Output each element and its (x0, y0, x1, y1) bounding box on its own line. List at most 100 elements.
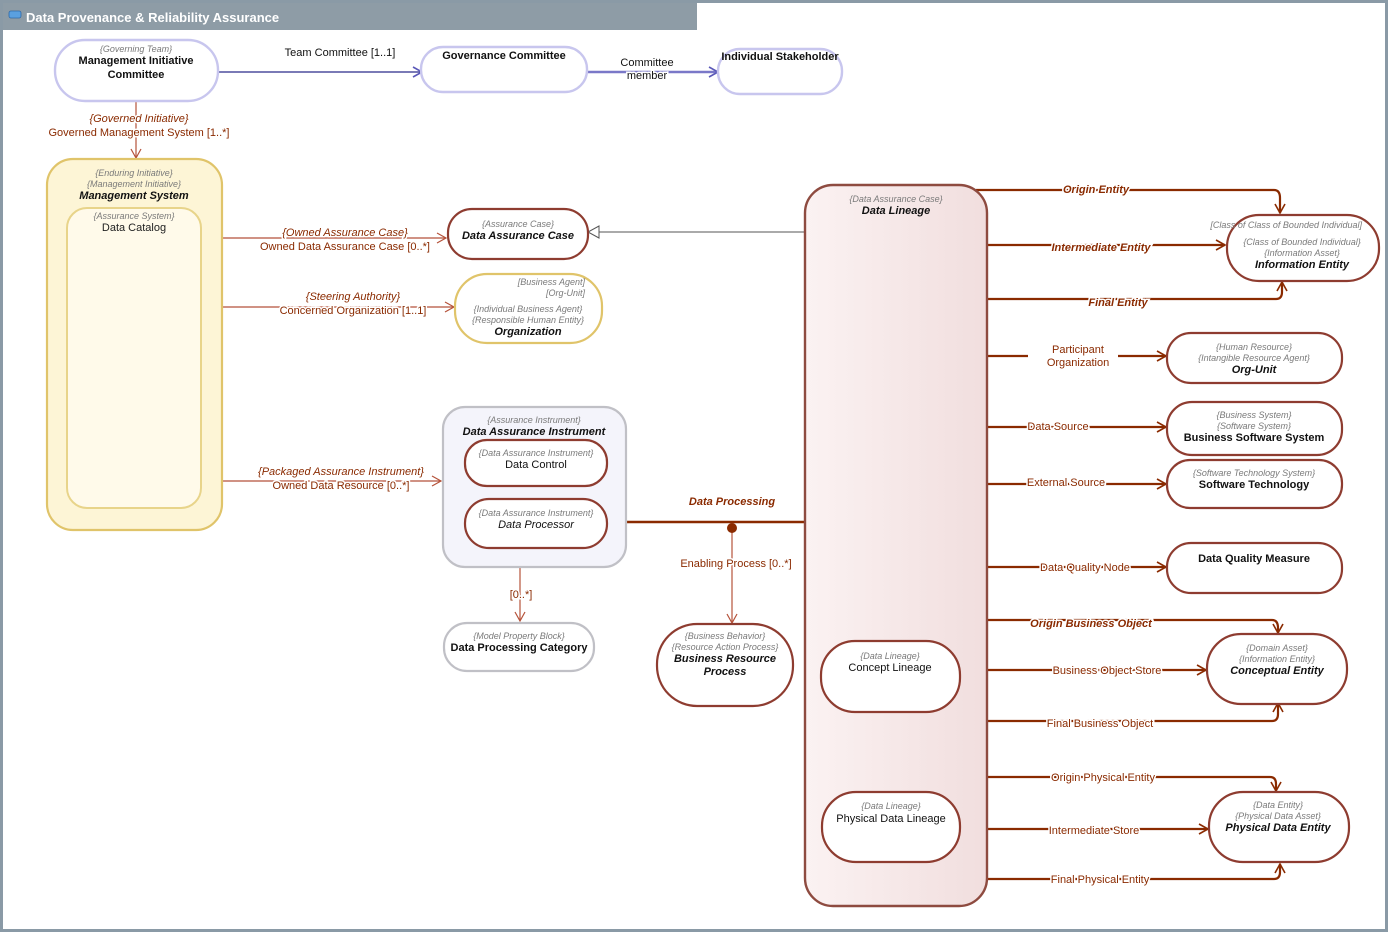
dproc-name: Data Processor (498, 519, 575, 531)
diagram-title: Data Provenance & Reliability Assurance (26, 10, 279, 25)
label-committee-member-1: Committee (620, 57, 673, 69)
dpc-name: Data Processing Category (451, 642, 589, 654)
dpc-stereotype: {Model Property Block} (473, 631, 565, 641)
pdl-name: Physical Data Lineage (836, 813, 945, 825)
pde-name: Physical Data Entity (1225, 822, 1331, 834)
ie-stereotype-1: [Class of Class of Bounded Individual] (1209, 220, 1362, 230)
node-physical-data-entity[interactable]: {Data Entity} {Physical Data Asset} Phys… (1207, 790, 1351, 864)
dac-name: Data Assurance Case (462, 230, 574, 242)
node-concept-lineage[interactable]: {Data Lineage} Concept Lineage (819, 639, 962, 714)
node-data-assurance-case[interactable]: {Assurance Case} Data Assurance Case (446, 207, 590, 261)
dproc-stereotype: {Data Assurance Instrument} (479, 508, 594, 518)
mic-name-2: Committee (108, 69, 165, 81)
st-name: Software Technology (1199, 479, 1310, 491)
label-owned-assurance-case: {Owned Assurance Case} (282, 227, 408, 239)
pdl-stereotype: {Data Lineage} (861, 801, 921, 811)
label-data-quality-node: Data Quality Node (1040, 562, 1130, 574)
dac-stereotype: {Assurance Case} (482, 219, 554, 229)
org-stereotype-1: [Business Agent] (517, 277, 586, 287)
ie-name: Information Entity (1255, 259, 1350, 271)
diagram-icon (8, 10, 22, 19)
label-owned-dr: Owned Data Resource [0..*] (273, 480, 410, 492)
pde-stereotype-2: {Physical Data Asset} (1235, 811, 1321, 821)
node-org-unit[interactable]: {Human Resource} {Intangible Resource Ag… (1165, 331, 1344, 385)
node-individual-stakeholder[interactable]: Individual Stakeholder (716, 47, 844, 96)
ind-name: Individual Stakeholder (721, 51, 839, 63)
ms-stereotype-2: {Management Initiative} (87, 179, 181, 189)
node-organization[interactable]: [Business Agent] [Org-Unit] {Individual … (453, 272, 604, 345)
node-information-entity[interactable]: [Class of Class of Bounded Individual] {… (1209, 213, 1381, 283)
ou-name: Org-Unit (1232, 364, 1278, 376)
label-final-entity: Final Entity (1088, 297, 1148, 309)
node-governance-committee[interactable]: Governance Committee (419, 45, 589, 94)
dc-stereotype: {Assurance System} (93, 211, 174, 221)
label-final-pe: Final Physical Entity (1051, 874, 1150, 886)
cl-stereotype: {Data Lineage} (860, 651, 920, 661)
org-stereotype-2: [Org-Unit] (545, 288, 586, 298)
label-participant-org-1: Participant (1052, 344, 1104, 356)
node-physical-data-lineage[interactable]: {Data Lineage} Physical Data Lineage (820, 790, 962, 864)
cl-name: Concept Lineage (848, 662, 931, 674)
ce-stereotype-2: {Information Entity} (1239, 654, 1315, 664)
label-concerned-org: Concerned Organization [1..1] (280, 305, 427, 317)
gov-name: Governance Committee (442, 50, 565, 62)
ce-stereotype-1: {Domain Asset} (1246, 643, 1308, 653)
node-data-processor[interactable]: {Data Assurance Instrument} Data Process… (463, 497, 609, 550)
ie-stereotype-3: {Information Asset} (1264, 248, 1340, 258)
dqm-name: Data Quality Measure (1198, 553, 1310, 565)
dai-name: Data Assurance Instrument (463, 426, 607, 438)
ms-name: Management System (79, 190, 189, 202)
node-management-initiative-committee[interactable]: {Governing Team} Management Initiative C… (53, 38, 220, 103)
dc-name: Data Catalog (102, 222, 166, 234)
node-business-software-system[interactable]: {Business System} {Software System} Busi… (1165, 400, 1344, 457)
node-conceptual-entity[interactable]: {Domain Asset} {Information Entity} Conc… (1205, 632, 1349, 706)
label-origin-bo: Origin Business Object (1030, 618, 1153, 630)
node-business-resource-process[interactable]: {Business Behavior} {Resource Action Pro… (655, 622, 795, 708)
node-data-lineage[interactable]: {Data Assurance Case} Data Lineage (803, 183, 989, 908)
label-steering-authority: {Steering Authority} (306, 291, 401, 303)
label-origin-entity: Origin Entity (1063, 184, 1130, 196)
node-data-quality-measure[interactable]: Data Quality Measure (1165, 541, 1344, 595)
label-enabling-process: Enabling Process [0..*] (680, 558, 791, 570)
dl-name: Data Lineage (862, 205, 930, 217)
label-final-bo: Final Business Object (1047, 718, 1153, 730)
label-intermediate-entity: Intermediate Entity (1051, 242, 1151, 254)
label-bo-store: Business Object Store (1053, 665, 1162, 677)
node-data-control[interactable]: {Data Assurance Instrument} Data Control (463, 438, 609, 488)
bss-name: Business Software System (1184, 432, 1325, 444)
dai-stereotype: {Assurance Instrument} (487, 415, 581, 425)
title-bar (3, 3, 697, 30)
brp-stereotype-2: {Resource Action Process} (672, 642, 779, 652)
pde-stereotype-1: {Data Entity} (1253, 800, 1303, 810)
brp-name-1: Business Resource (674, 653, 776, 665)
label-intermediate-store: Intermediate Store (1049, 825, 1140, 837)
edge-final-entity[interactable] (988, 280, 1288, 301)
node-software-technology[interactable]: {Software Technology System} Software Te… (1165, 458, 1344, 510)
label-participant-org-2: Organization (1047, 357, 1109, 369)
org-stereotype-3: {Individual Business Agent} (474, 304, 583, 314)
edge-labels: Team Committee [1..1] Committee member {… (47, 47, 1163, 888)
label-origin-pe: Origin Physical Entity (1051, 772, 1155, 784)
dctl-name: Data Control (505, 459, 567, 471)
edge-origin-entity[interactable] (976, 188, 1286, 215)
dctl-stereotype: {Data Assurance Instrument} (479, 448, 594, 458)
org-name: Organization (494, 326, 562, 338)
label-committee-member-2: member (627, 70, 668, 82)
label-external-source: External Source (1027, 477, 1105, 489)
org-stereotype-4: {Responsible Human Entity} (472, 315, 584, 325)
ms-stereotype-1: {Enduring Initiative} (95, 168, 173, 178)
dl-stereotype: {Data Assurance Case} (849, 194, 942, 204)
ou-stereotype-1: {Human Resource} (1216, 342, 1292, 352)
node-data-processing-category[interactable]: {Model Property Block} Data Processing C… (442, 621, 596, 673)
label-owned-dac: Owned Data Assurance Case [0..*] (260, 241, 430, 253)
brp-name-2: Process (704, 666, 747, 678)
label-packaged-ai: {Packaged Assurance Instrument} (258, 466, 424, 478)
node-data-catalog[interactable]: {Assurance System} Data Catalog (66, 207, 202, 509)
bss-stereotype-1: {Business System} (1216, 410, 1291, 420)
mic-stereotype: {Governing Team} (100, 44, 172, 54)
label-governed-initiative: {Governed Initiative} (89, 113, 188, 125)
ou-stereotype-2: {Intangible Resource Agent} (1198, 353, 1310, 363)
ce-name: Conceptual Entity (1230, 665, 1324, 677)
